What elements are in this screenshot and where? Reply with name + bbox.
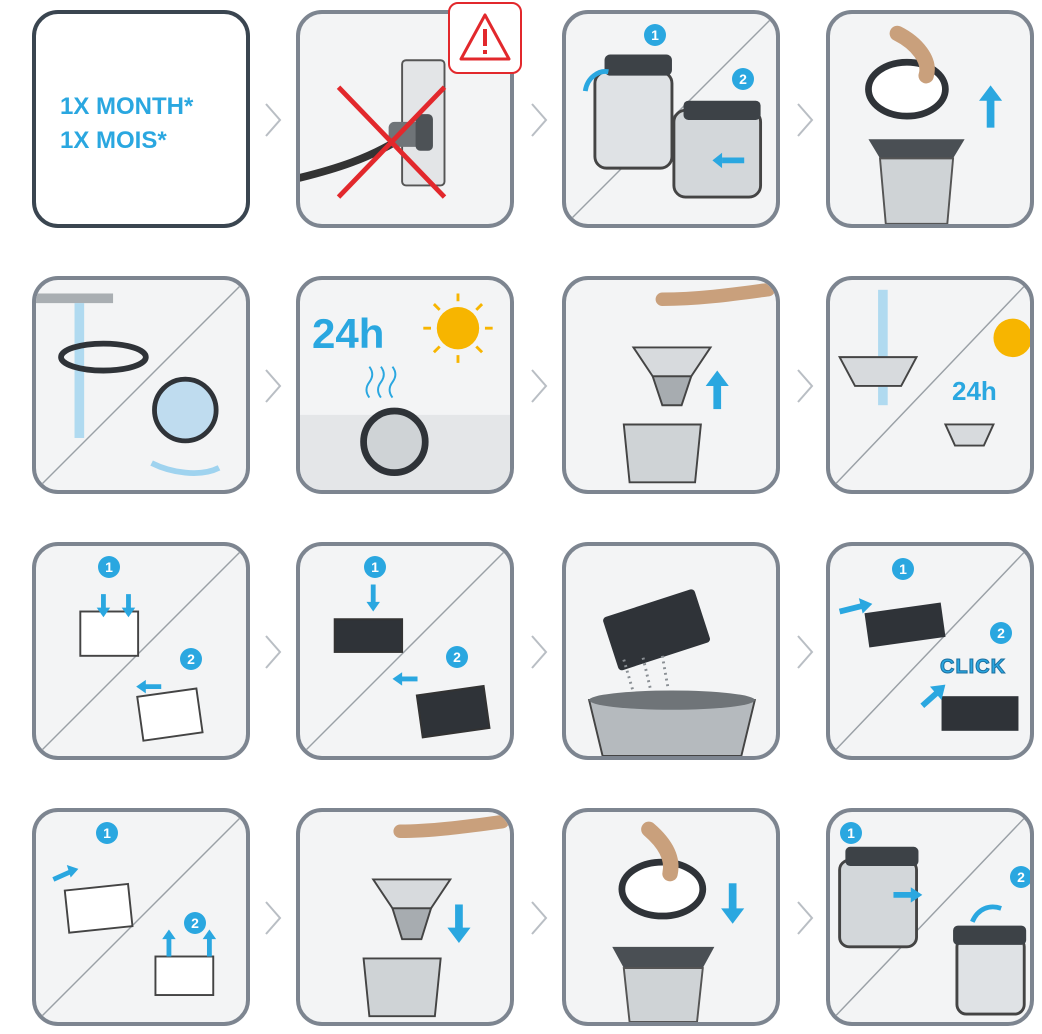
sun-icon: [423, 293, 492, 362]
remove-filter-illustration: [830, 14, 1030, 224]
step-reinsert-filter-panel: [562, 808, 780, 1026]
reinsert-filter-illustration: [566, 812, 776, 1022]
drying-time: 24h: [312, 310, 384, 358]
chevron-right-icon: [528, 632, 550, 672]
rinse-dry-cyclone-illustration: [830, 280, 1030, 490]
step-reinsert-cyclone-panel: [296, 808, 514, 1026]
step-tap-filter-panel: [562, 542, 780, 760]
chevron-right-icon: [262, 898, 284, 938]
refit-hepa-filter-illustration: [830, 546, 1030, 756]
step-remove-hepa-filter-panel: 1 2: [296, 542, 514, 760]
refit-exhaust-filter-illustration: [36, 812, 246, 1022]
step-number-badge: 2: [184, 912, 206, 934]
chevron-right-icon: [794, 632, 816, 672]
chevron-right-icon: [794, 100, 816, 140]
step-number-badge: 1: [98, 556, 120, 578]
frequency-mois: 1X MOIS*: [60, 124, 193, 158]
reinsert-cyclone-illustration: [300, 812, 510, 1022]
step-remove-exhaust-filter-panel: 1 2: [32, 542, 250, 760]
remove-exhaust-filter-illustration: [36, 546, 246, 756]
step-number-badge: 2: [180, 648, 202, 670]
step-dry-filter-panel: 24h: [296, 276, 514, 494]
tap-filter-illustration: [566, 546, 776, 756]
chevron-right-icon: [262, 366, 284, 406]
step-number-badge: 1: [96, 822, 118, 844]
open-lid-illustration: [566, 14, 776, 224]
chevron-right-icon: [262, 100, 284, 140]
chevron-right-icon: [262, 632, 284, 672]
step-number-badge: 1: [892, 558, 914, 580]
rinse-filter-illustration: [36, 280, 246, 490]
step-remove-filter-panel: [826, 10, 1034, 228]
step-number-badge: 2: [990, 622, 1012, 644]
frequency-label: 1X MONTH* 1X MOIS*: [60, 90, 193, 158]
lift-cyclone-illustration: [566, 280, 776, 490]
step-close-lid-panel: 1 2: [826, 808, 1034, 1026]
step-number-badge: 2: [1010, 866, 1032, 888]
step-rinse-dry-cyclone-panel: 24h: [826, 276, 1034, 494]
step-number-badge: 1: [364, 556, 386, 578]
frequency-panel: 1X MONTH* 1X MOIS*: [32, 10, 250, 228]
chevron-right-icon: [528, 366, 550, 406]
step-number-badge: 2: [732, 68, 754, 90]
chevron-right-icon: [528, 100, 550, 140]
step-refit-exhaust-filter-panel: 1 2: [32, 808, 250, 1026]
remove-hepa-filter-illustration: [300, 546, 510, 756]
drying-time: 24h: [952, 376, 997, 407]
step-number-badge: 1: [840, 822, 862, 844]
step-lift-cyclone-panel: [562, 276, 780, 494]
step-number-badge: 2: [446, 646, 468, 668]
close-lid-illustration: [830, 812, 1030, 1022]
click-label: CLICK: [940, 656, 1006, 679]
step-number-badge: 1: [644, 24, 666, 46]
step-rinse-filter-panel: [32, 276, 250, 494]
chevron-right-icon: [794, 366, 816, 406]
chevron-right-icon: [794, 898, 816, 938]
step-refit-hepa-filter-panel: 1 2 CLICK: [826, 542, 1034, 760]
step-open-lid-panel: 1 2: [562, 10, 780, 228]
frequency-month: 1X MONTH*: [60, 90, 193, 124]
chevron-right-icon: [528, 898, 550, 938]
warning-triangle-icon: [448, 2, 522, 74]
